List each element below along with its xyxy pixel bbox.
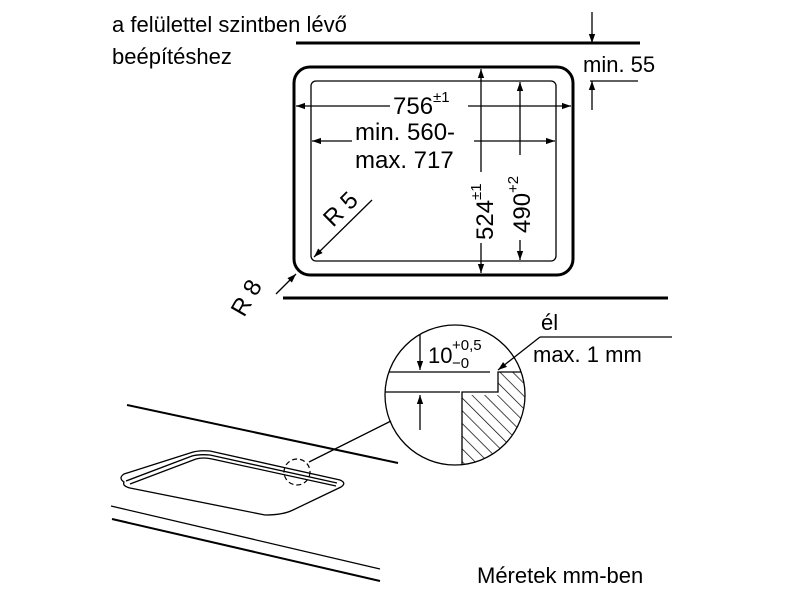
inner-depth-value: 490+2 (505, 176, 536, 233)
worktop-section-outline (461, 371, 525, 465)
cutout-outer-3d (120, 450, 345, 516)
inner-cutout (310, 80, 557, 262)
cutout-inner-3d (129, 457, 337, 487)
edge-max-label: max. 1 mm (533, 342, 642, 367)
outer-cutout (292, 65, 575, 277)
header-line-1: a felülettel szintben lévő (112, 12, 347, 37)
inner-width-max-label: max. 717 (355, 147, 454, 174)
inner-radius-leader (313, 199, 373, 258)
depth-value: 10 (428, 343, 452, 368)
detail-view: 10 +0,5 −0 (384, 324, 526, 466)
outer-radius-label: R 8 (226, 275, 268, 321)
units-note: Méretek mm-ben (477, 563, 643, 588)
worktop-front-edge-3d-top (110, 505, 381, 570)
detail-marker-circle (283, 458, 311, 486)
worktop-back-edge-3d (126, 404, 399, 464)
back-clearance-label: min. 55 (583, 52, 655, 77)
detail-leader (308, 420, 392, 463)
worktop-front-edge-3d-bottom (111, 518, 381, 582)
depth-tol-lower: −0 (452, 355, 469, 372)
edge-callout-arrow (497, 336, 541, 371)
outer-radius-leader (275, 273, 297, 295)
inner-radius-label: R 5 (318, 187, 364, 233)
inner-width-min-label: min. 560- (355, 119, 455, 146)
header-line-2: beépítéshez (112, 44, 232, 69)
detail-circle (384, 324, 526, 466)
perspective-view (110, 404, 399, 582)
edge-label: él (541, 310, 558, 335)
depth-tol-upper: +0,5 (452, 337, 482, 354)
outer-depth-value: 524±1 (468, 183, 499, 240)
cutout-step-3d (125, 454, 338, 484)
outer-width-value: 756±1 (393, 89, 450, 120)
